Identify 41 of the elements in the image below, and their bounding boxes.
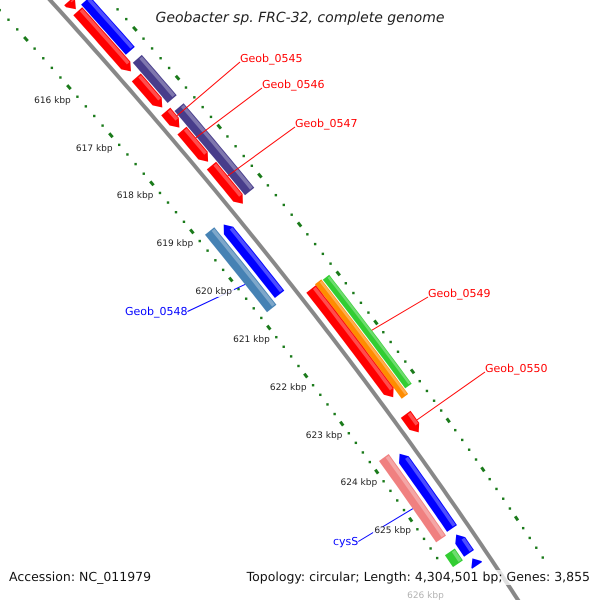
leader-line	[176, 62, 240, 116]
leader-line	[227, 126, 296, 176]
gene-label: Geob_0548	[125, 306, 188, 317]
gene-bar	[132, 74, 162, 108]
gene-bar	[177, 126, 208, 162]
scale-label: 618 kbp	[115, 192, 156, 202]
scale-label: 619 kbp	[154, 240, 195, 250]
gene-bar	[444, 548, 463, 568]
gene-bar	[206, 162, 243, 204]
gene-bar	[64, 0, 76, 10]
gene-label: Geob_0549	[428, 288, 490, 299]
gene-label: Geob_0546	[262, 79, 324, 90]
gene-bar	[400, 410, 420, 432]
scale-label: 623 kbp	[304, 432, 344, 441]
footer-text: Topology: circular; Length: 4,304,501 bp; Genes: 3,855	[246, 570, 590, 584]
leader-line	[371, 296, 428, 331]
gene-label: Geob_0547	[295, 118, 358, 129]
leader-line	[195, 88, 262, 138]
scale-label: 622 kbp	[268, 384, 308, 393]
gene-bar	[81, 0, 135, 55]
gene-label: cysS	[333, 536, 358, 547]
scale-label: 626 kbp	[405, 592, 446, 600]
title: Geobacter sp. FRC-32, complete genome	[156, 11, 444, 25]
scale-label: 620 kbp	[194, 288, 234, 298]
scale-label: 616 kbp	[32, 96, 72, 106]
gene-bar	[161, 108, 180, 128]
gene-bar	[455, 534, 474, 557]
scale-label: 624 kbp	[338, 479, 379, 488]
gene-bar	[73, 7, 131, 72]
gene-label: Geob_0550	[485, 363, 548, 374]
gene-bar	[132, 54, 177, 103]
gene-bar	[306, 285, 394, 398]
gene-bar	[315, 279, 408, 399]
scale-label: 617 kbp	[74, 144, 114, 154]
footer-text: Accession: NC_011979	[9, 570, 152, 584]
gene-bar	[322, 274, 412, 388]
leader-line	[416, 372, 486, 420]
gene-bar	[174, 103, 254, 196]
gene-label: Geob_0545	[240, 53, 302, 64]
scale-label: 621 kbp	[231, 336, 272, 346]
scale-label: 625 kbp	[372, 527, 413, 536]
